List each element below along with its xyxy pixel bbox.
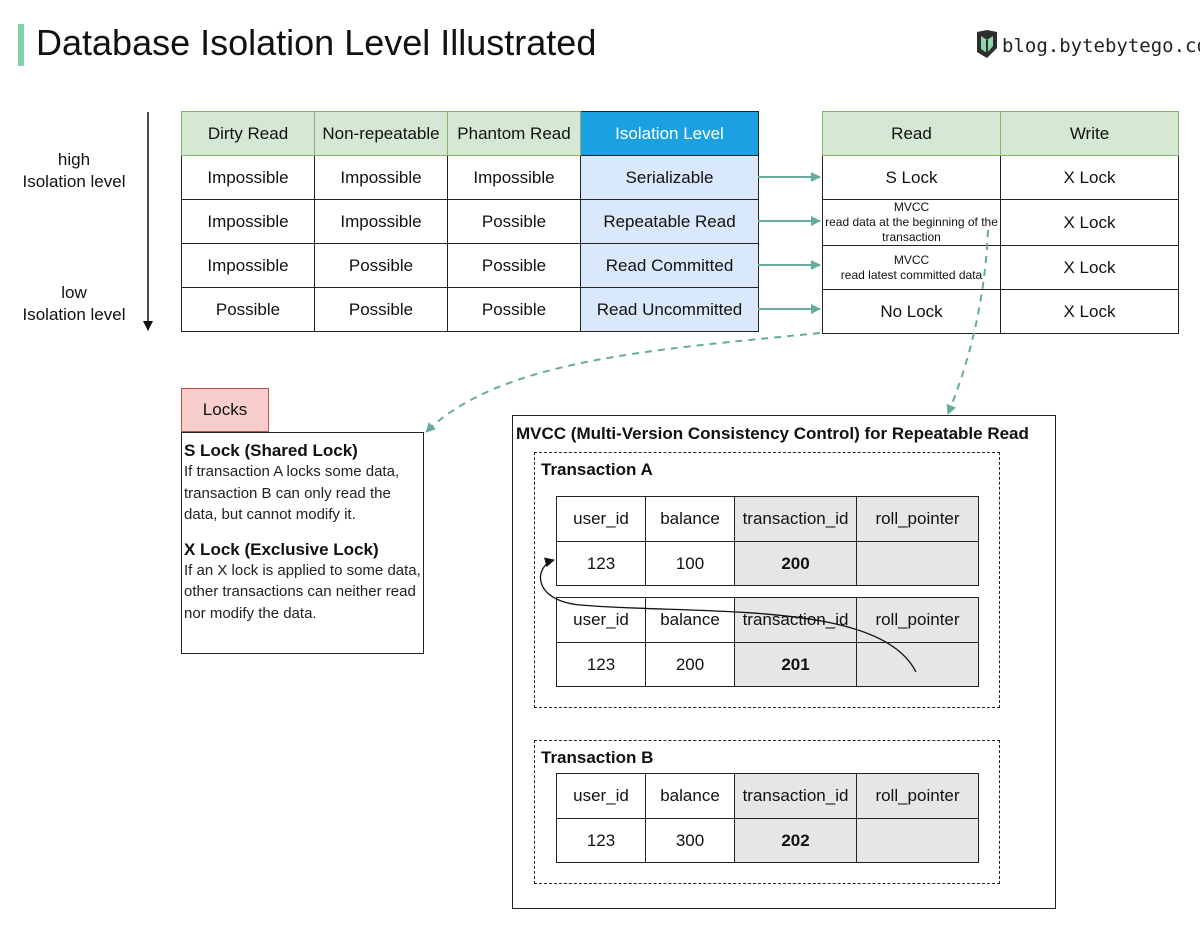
balance-cell: 200: [645, 642, 735, 687]
bytebytego-logo-icon: [974, 28, 1000, 65]
header-isolation-level: Isolation Level: [580, 111, 759, 156]
write-lock-cell: X Lock: [1000, 245, 1179, 290]
header-phantom-read: Phantom Read: [447, 111, 581, 156]
col-user-id: user_id: [556, 496, 646, 542]
mvcc-panel: [512, 415, 1056, 909]
table-cell: Impossible: [181, 243, 315, 288]
mvcc-title: MVCC (Multi-Version Consistency Control)…: [516, 424, 1029, 443]
table-cell: Impossible: [314, 199, 448, 244]
axis-label-high: high Isolation level: [4, 149, 144, 193]
read-write-lock-table: Read Write S Lock X Lock MVCC read data …: [822, 111, 1179, 334]
axis-label-low-text: low Isolation level: [22, 283, 126, 324]
col-roll-pointer: roll_pointer: [856, 496, 979, 542]
table-cell: Impossible: [181, 155, 315, 200]
balance-cell: 100: [645, 541, 735, 586]
col-transaction-id: transaction_id: [734, 773, 857, 819]
table-row: 123 200 201: [556, 642, 979, 687]
roll-pointer-cell: [856, 642, 979, 687]
locks-description-box: S Lock (Shared Lock) If transaction A lo…: [181, 432, 424, 654]
page-title: Database Isolation Level Illustrated: [36, 22, 597, 63]
header-read: Read: [822, 111, 1001, 156]
locks-dashed-arrow: [425, 332, 821, 433]
write-lock-cell: X Lock: [1000, 155, 1179, 200]
table-row: Possible Possible Possible Read Uncommit…: [181, 287, 759, 332]
col-user-id: user_id: [556, 773, 646, 819]
table-row: No Lock X Lock: [822, 289, 1179, 334]
roll-pointer-cell: [856, 541, 979, 586]
balance-cell: 300: [645, 818, 735, 863]
transaction-a-version-1-table: user_id balance transaction_id roll_poin…: [556, 496, 979, 586]
read-lock-cell: No Lock: [822, 289, 1001, 334]
isolation-level-cell: Repeatable Read: [580, 199, 759, 244]
locks-tab: Locks: [181, 388, 269, 432]
transaction-id-cell: 202: [734, 818, 857, 863]
table-cell: Possible: [447, 243, 581, 288]
isolation-level-cell: Read Uncommitted: [580, 287, 759, 332]
axis-label-high-text: high Isolation level: [22, 150, 126, 191]
mvcc-dashed-arrow: [946, 229, 989, 415]
isolation-level-cell: Read Committed: [580, 243, 759, 288]
roll-pointer-arrow: [539, 557, 917, 673]
x-lock-title: X Lock (Exclusive Lock): [184, 539, 379, 559]
transaction-id-cell: 200: [734, 541, 857, 586]
axis-label-low: low Isolation level: [4, 282, 144, 326]
table-row: MVCC read data at the beginning of the t…: [822, 199, 1179, 246]
table-row: Impossible Possible Possible Read Commit…: [181, 243, 759, 288]
table-row: 123 300 202: [556, 818, 979, 863]
transaction-a-box: [534, 452, 1000, 708]
transaction-b-box: [534, 740, 1000, 884]
col-user-id: user_id: [556, 597, 646, 643]
table-row: Impossible Impossible Possible Repeatabl…: [181, 199, 759, 244]
locks-tab-label: Locks: [202, 400, 248, 419]
write-lock-cell: X Lock: [1000, 289, 1179, 334]
header-write: Write: [1000, 111, 1179, 156]
col-balance: balance: [645, 597, 735, 643]
read-lock-cell: MVCC read data at the beginning of the t…: [822, 199, 1001, 246]
table-cell: Possible: [447, 287, 581, 332]
header-non-repeatable: Non-repeatable: [314, 111, 448, 156]
table-cell: Impossible: [314, 155, 448, 200]
transaction-id-cell: 201: [734, 642, 857, 687]
write-lock-cell: X Lock: [1000, 199, 1179, 246]
user-id-cell: 123: [556, 541, 646, 586]
table-cell: Possible: [314, 243, 448, 288]
transaction-a-version-2-table: user_id balance transaction_id roll_poin…: [556, 597, 979, 687]
table-row: S Lock X Lock: [822, 155, 1179, 200]
user-id-cell: 123: [556, 642, 646, 687]
isolation-level-cell: Serializable: [580, 155, 759, 200]
mvcc-header-row: user_id balance transaction_id roll_poin…: [556, 773, 979, 819]
brand-url[interactable]: blog.bytebytego.com: [1002, 35, 1200, 57]
user-id-cell: 123: [556, 818, 646, 863]
col-transaction-id: transaction_id: [734, 496, 857, 542]
s-lock-title: S Lock (Shared Lock): [184, 441, 358, 460]
transaction-a-label: Transaction A: [541, 460, 653, 479]
mvcc-header-row: user_id balance transaction_id roll_poin…: [556, 597, 979, 643]
transaction-b-label: Transaction B: [541, 748, 654, 767]
s-lock-description: If transaction A locks some data, transa…: [184, 463, 400, 523]
transaction-b-table: user_id balance transaction_id roll_poin…: [556, 773, 979, 863]
col-transaction-id: transaction_id: [734, 597, 857, 643]
isolation-table-header-row: Dirty Read Non-repeatable Phantom Read I…: [181, 111, 759, 156]
col-balance: balance: [645, 773, 735, 819]
lock-table-header-row: Read Write: [822, 111, 1179, 156]
table-row: 123 100 200: [556, 541, 979, 586]
table-cell: Impossible: [181, 199, 315, 244]
isolation-level-table: Dirty Read Non-repeatable Phantom Read I…: [181, 111, 759, 332]
table-row: Impossible Impossible Impossible Seriali…: [181, 155, 759, 200]
mvcc-header-row: user_id balance transaction_id roll_poin…: [556, 496, 979, 542]
table-cell: Possible: [181, 287, 315, 332]
title-accent-bar: [18, 24, 24, 66]
x-lock-description: If an X lock is applied to some data, ot…: [184, 561, 421, 622]
roll-pointer-cell: [856, 818, 979, 863]
col-roll-pointer: roll_pointer: [856, 597, 979, 643]
table-cell: Possible: [314, 287, 448, 332]
col-roll-pointer: roll_pointer: [856, 773, 979, 819]
